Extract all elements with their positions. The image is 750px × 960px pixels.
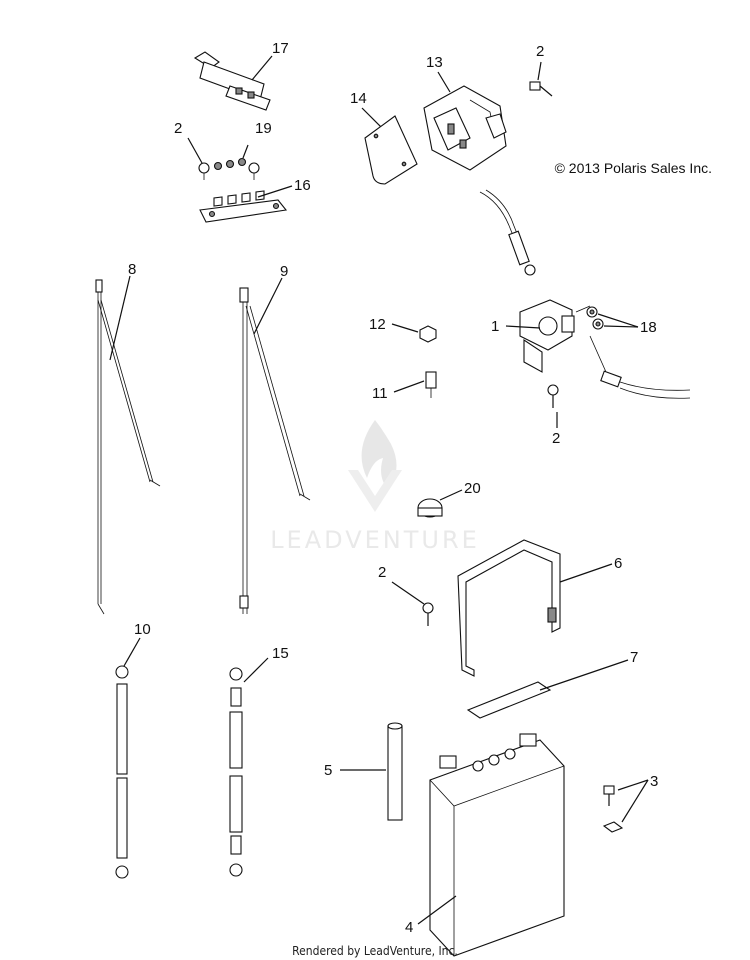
part-10-ground-cable <box>115 665 129 879</box>
callout-2-upper-left: 2 <box>174 120 182 137</box>
part-11-stud <box>425 371 437 398</box>
leader-13 <box>437 71 451 93</box>
callout-18: 18 <box>640 319 657 336</box>
callout-15: 15 <box>272 645 289 662</box>
part-12-nut <box>419 325 437 343</box>
leader-6 <box>559 563 613 583</box>
callout-10: 10 <box>134 621 151 638</box>
callout-11: 11 <box>372 385 388 402</box>
leader-2-lower <box>391 581 425 605</box>
copyright-text: © 2013 Polaris Sales Inc. <box>555 160 712 176</box>
part-20-clip <box>417 498 443 518</box>
callout-14: 14 <box>350 90 367 107</box>
leader-2-upper-left <box>187 137 203 164</box>
part-15-positive-cable <box>229 667 243 877</box>
part-4-battery <box>429 733 565 957</box>
part-14-cover-plate <box>364 115 418 185</box>
callout-4: 4 <box>405 919 413 936</box>
leader-18a <box>597 313 639 328</box>
part-2-screw-middle <box>547 384 559 408</box>
callout-17: 17 <box>272 40 289 57</box>
callout-2-middle: 2 <box>552 430 560 447</box>
leader-9 <box>253 277 283 335</box>
callout-2-lower: 2 <box>378 564 386 581</box>
callout-6: 6 <box>614 555 622 572</box>
part-3-bolt-and-nut <box>602 785 624 833</box>
part-13-module-housing <box>423 85 507 171</box>
part-7-pad <box>466 681 552 719</box>
leader-18b <box>603 325 639 328</box>
part-2-screw-upper-right <box>529 81 553 97</box>
part-2-screws-upper-left <box>198 162 260 180</box>
leader-3a <box>617 779 649 791</box>
part-18-nuts <box>586 306 604 330</box>
callout-19: 19 <box>255 120 272 137</box>
part-5-vent-tube <box>387 722 403 821</box>
part-17-terminal-cover <box>193 51 271 111</box>
callout-2-upper-right: 2 <box>536 43 544 60</box>
watermark-text: LEADVENTURE <box>270 526 480 554</box>
watermark-logo-icon <box>348 420 402 512</box>
part-9-cable-harness <box>239 287 311 614</box>
part-19-nuts <box>213 157 247 171</box>
leader-17 <box>251 55 273 81</box>
part-1-starter-solenoid <box>479 189 591 373</box>
callout-3: 3 <box>650 773 658 790</box>
ring-terminal-cable <box>589 335 691 399</box>
leader-4 <box>417 895 457 925</box>
callout-5: 5 <box>324 762 332 779</box>
footer-text: Rendered by LeadVenture, Inc. <box>292 944 458 958</box>
leader-20 <box>439 489 463 501</box>
leader-10 <box>123 637 141 667</box>
callout-16: 16 <box>294 177 311 194</box>
callout-20: 20 <box>464 480 481 497</box>
part-6-battery-bracket <box>457 539 561 677</box>
callout-8: 8 <box>128 261 136 278</box>
leader-3b <box>621 779 649 823</box>
leader-1 <box>505 325 541 329</box>
leader-11 <box>393 380 425 393</box>
callout-7: 7 <box>630 649 638 666</box>
leader-16 <box>257 185 293 198</box>
leader-2-upper-right <box>537 61 542 81</box>
leader-12 <box>391 323 419 333</box>
leader-7 <box>539 659 629 691</box>
leader-8 <box>109 275 131 361</box>
callout-1: 1 <box>491 318 499 335</box>
leader-14 <box>361 107 383 129</box>
watermark: LEADVENTURE <box>270 420 480 554</box>
leader-19 <box>242 144 249 159</box>
part-16-terminal-block <box>199 190 288 223</box>
callout-12: 12 <box>369 316 386 333</box>
leader-15 <box>243 657 269 683</box>
part-2-screw-lower <box>422 602 434 626</box>
callout-9: 9 <box>280 263 288 280</box>
part-8-cable-harness <box>95 279 161 615</box>
callout-13: 13 <box>426 54 443 71</box>
